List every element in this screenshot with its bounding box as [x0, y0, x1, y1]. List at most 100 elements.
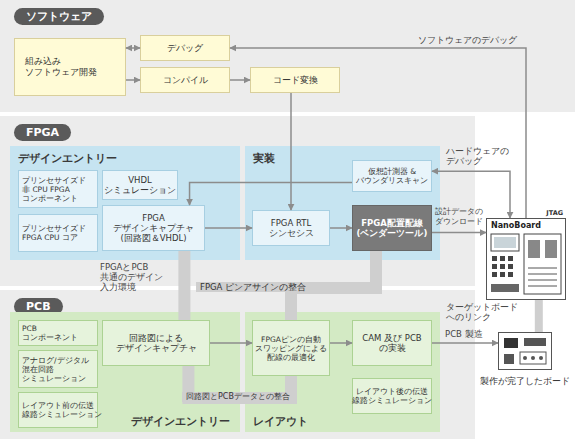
- process-box: レイアウト前の伝送 線路シミュレーション: [18, 392, 98, 428]
- flow-arrow: [190, 182, 352, 205]
- flow-arrow: [330, 342, 352, 344]
- pad: [523, 356, 527, 360]
- key: [508, 264, 513, 269]
- group-area: 実装仮想計測器 & バウンダリスキャン FPGA RTL シンセシス FPGA配置配…: [245, 146, 440, 260]
- box-label: プリンセサイズド FPGA CPU コア: [22, 224, 94, 242]
- pad: [531, 356, 535, 360]
- board-trace: [528, 280, 557, 281]
- group-area: デザインエントリープリンセサイズド 非 CPU FPGA コンポーネント VHDL…: [10, 146, 240, 260]
- box-label: プリンセサイズド 非 CPU FPGA コンポーネント: [22, 176, 94, 203]
- key: [500, 256, 505, 261]
- process-box: デバッグ: [140, 35, 230, 61]
- dev-board: JTAGNanoBoard: [486, 218, 566, 300]
- process-box: 回路図による デザインキャプチャ: [102, 320, 210, 366]
- nanoboard-illustration: [491, 234, 561, 294]
- process-box: 組み込み ソフトウェア開発: [14, 38, 126, 96]
- process-box: プリンセサイズド 非 CPU FPGA コンポーネント: [18, 170, 98, 208]
- section-band: FPGA デザインエントリープリンセサイズド 非 CPU FPGA コンポーネント…: [0, 116, 475, 286]
- key: [500, 264, 505, 269]
- group-area: レイアウト FPGAピンの自動 スワッピングによる 配線の最適化 CAM 及び PC…: [245, 312, 440, 432]
- box-label: 仮想計測器 & バウンダリスキャン: [356, 167, 428, 185]
- chip: [545, 240, 557, 258]
- key: [492, 272, 497, 277]
- box-label: 組み込み ソフトウェア開発: [25, 56, 115, 78]
- link-band: [188, 366, 291, 398]
- box-label: レイアウト後の伝送 線路シミュレーション: [352, 387, 432, 405]
- box-label: VHDL シミュレーション: [104, 175, 176, 195]
- key: [508, 256, 513, 261]
- group-area: デザインエントリー PCB コンポーネントアナログ/デジタル 混在回路 シミュレー…: [10, 312, 240, 432]
- connector-group: [126, 48, 539, 398]
- finished-board: 製作が完了したボード: [498, 332, 552, 370]
- process-box: FPGAピンの自動 スワッピングによる 配線の最適化: [252, 320, 330, 376]
- link-band: [291, 251, 376, 320]
- group-heading: デザインエントリー: [131, 414, 230, 429]
- flow-arrow: [126, 79, 140, 81]
- finished-board-illustration: [504, 338, 546, 364]
- box-label: FPGA RTL シンセシス: [256, 218, 326, 238]
- lcd-screen: [494, 237, 516, 248]
- process-box: アナログ/デジタル 混在回路 シミュレーション: [18, 350, 98, 388]
- box-label: PCB コンポーネント: [22, 324, 94, 342]
- flow-arrow: [205, 227, 252, 229]
- daughter-board: [524, 234, 561, 294]
- box-label: 回路図による デザインキャプチャ: [106, 333, 206, 353]
- connector-strip: [491, 284, 519, 292]
- flow-arrow: [210, 342, 252, 344]
- flow-arrow: [230, 48, 526, 218]
- pad: [539, 356, 543, 360]
- flow-arrow: [126, 47, 140, 49]
- process-box: FPGA配置配線 (ベンダーツール): [352, 205, 432, 251]
- box-label: アナログ/デジタル 混在回路 シミュレーション: [22, 356, 94, 383]
- board-caption: 製作が完了したボード: [480, 375, 570, 388]
- process-box: レイアウト後の伝送 線路シミュレーション: [352, 378, 432, 414]
- box-label: FPGA配置配線 (ベンダーツール): [356, 218, 428, 238]
- process-box: プリンセサイズド FPGA CPU コア: [18, 214, 98, 252]
- board-trace: [528, 286, 557, 287]
- chip: [504, 354, 514, 364]
- section-band: PCBデザインエントリーPCB コンポーネントアナログ/デジタル 混在回路 シミ…: [0, 290, 475, 439]
- key: [500, 272, 505, 277]
- box-label: FPGA デザインキャプチャ (回路図＆VHDL): [106, 213, 201, 244]
- process-box: FPGA デザインキャプチャ (回路図＆VHDL): [102, 205, 205, 251]
- board-label: NanoBoard: [491, 221, 541, 230]
- lcd-frame: [491, 234, 519, 251]
- section-tag: FPGA: [14, 124, 71, 141]
- process-box: コンパイル: [140, 67, 230, 93]
- group-heading: デザインエントリー: [18, 151, 117, 166]
- flow-arrow: [290, 93, 292, 210]
- process-box: VHDL シミュレーション: [102, 170, 178, 200]
- flow-arrow: [432, 232, 486, 234]
- chip: [524, 338, 546, 346]
- box-label: レイアウト前の伝送 線路シミュレーション: [22, 401, 102, 419]
- key: [492, 256, 497, 261]
- link-band: [535, 300, 543, 332]
- box-label: デバッグ: [167, 43, 203, 53]
- key: [508, 272, 513, 277]
- chip: [504, 338, 518, 348]
- flow-arrow: [330, 227, 352, 229]
- box-label: コンパイル: [163, 75, 208, 85]
- key: [492, 264, 497, 269]
- chip: [528, 240, 540, 258]
- flow-arrow: [230, 79, 250, 81]
- board-trace: [528, 274, 557, 275]
- group-heading: レイアウト: [253, 414, 308, 429]
- section-band: ソフトウェア組み込み ソフトウェア開発 デバッグコンパイル コード変換: [0, 0, 575, 112]
- flow-arrow: [432, 171, 510, 218]
- link-band: [178, 251, 190, 320]
- group-heading: 実装: [253, 151, 275, 166]
- process-box: PCB コンポーネント: [18, 320, 98, 346]
- process-box: コード変換: [250, 67, 340, 93]
- section-tag: ソフトウェア: [14, 8, 104, 25]
- process-box: CAM 及び PCB の実装: [352, 320, 432, 366]
- box-label: FPGAピンの自動 スワッピングによる 配線の最適化: [255, 335, 327, 362]
- box-label: コード変換: [273, 75, 318, 85]
- process-box: 仮想計測器 & バウンダリスキャン: [352, 160, 432, 192]
- connector: [520, 352, 546, 364]
- board-trace: [528, 268, 557, 269]
- flow-arrow: [432, 342, 498, 344]
- board-label: JTAG: [546, 209, 563, 217]
